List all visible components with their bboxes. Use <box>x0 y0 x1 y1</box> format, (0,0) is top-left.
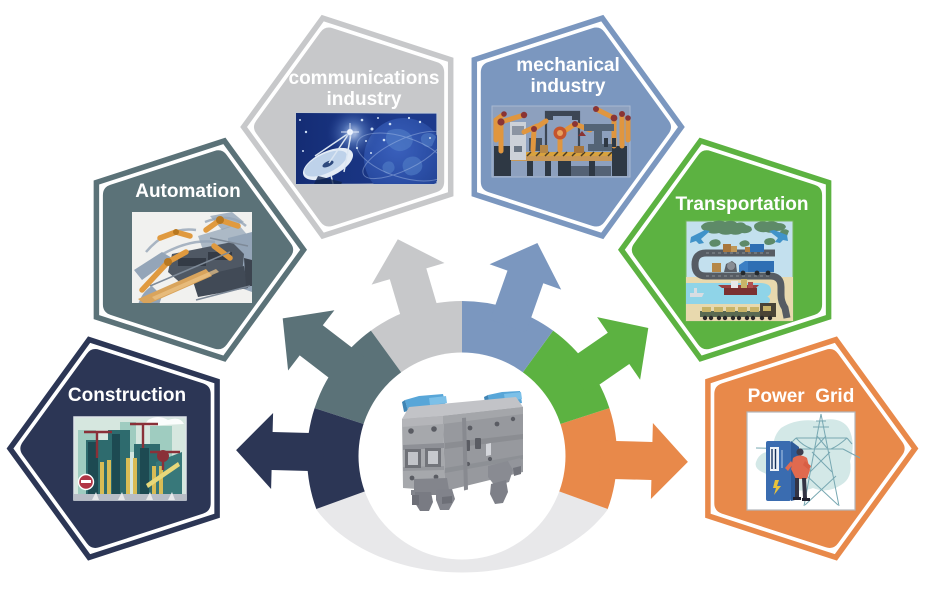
svg-text:Automation: Automation <box>135 181 241 202</box>
svg-text:Power Grid: Power Grid <box>748 386 855 407</box>
svg-text:Construction: Construction <box>68 385 186 406</box>
svg-text:mechanical: mechanical <box>516 55 620 76</box>
svg-text:industry: industry <box>531 76 606 97</box>
svg-text:communications: communications <box>289 68 440 89</box>
svg-text:industry: industry <box>327 89 402 110</box>
svg-text:Transportation: Transportation <box>675 194 808 215</box>
